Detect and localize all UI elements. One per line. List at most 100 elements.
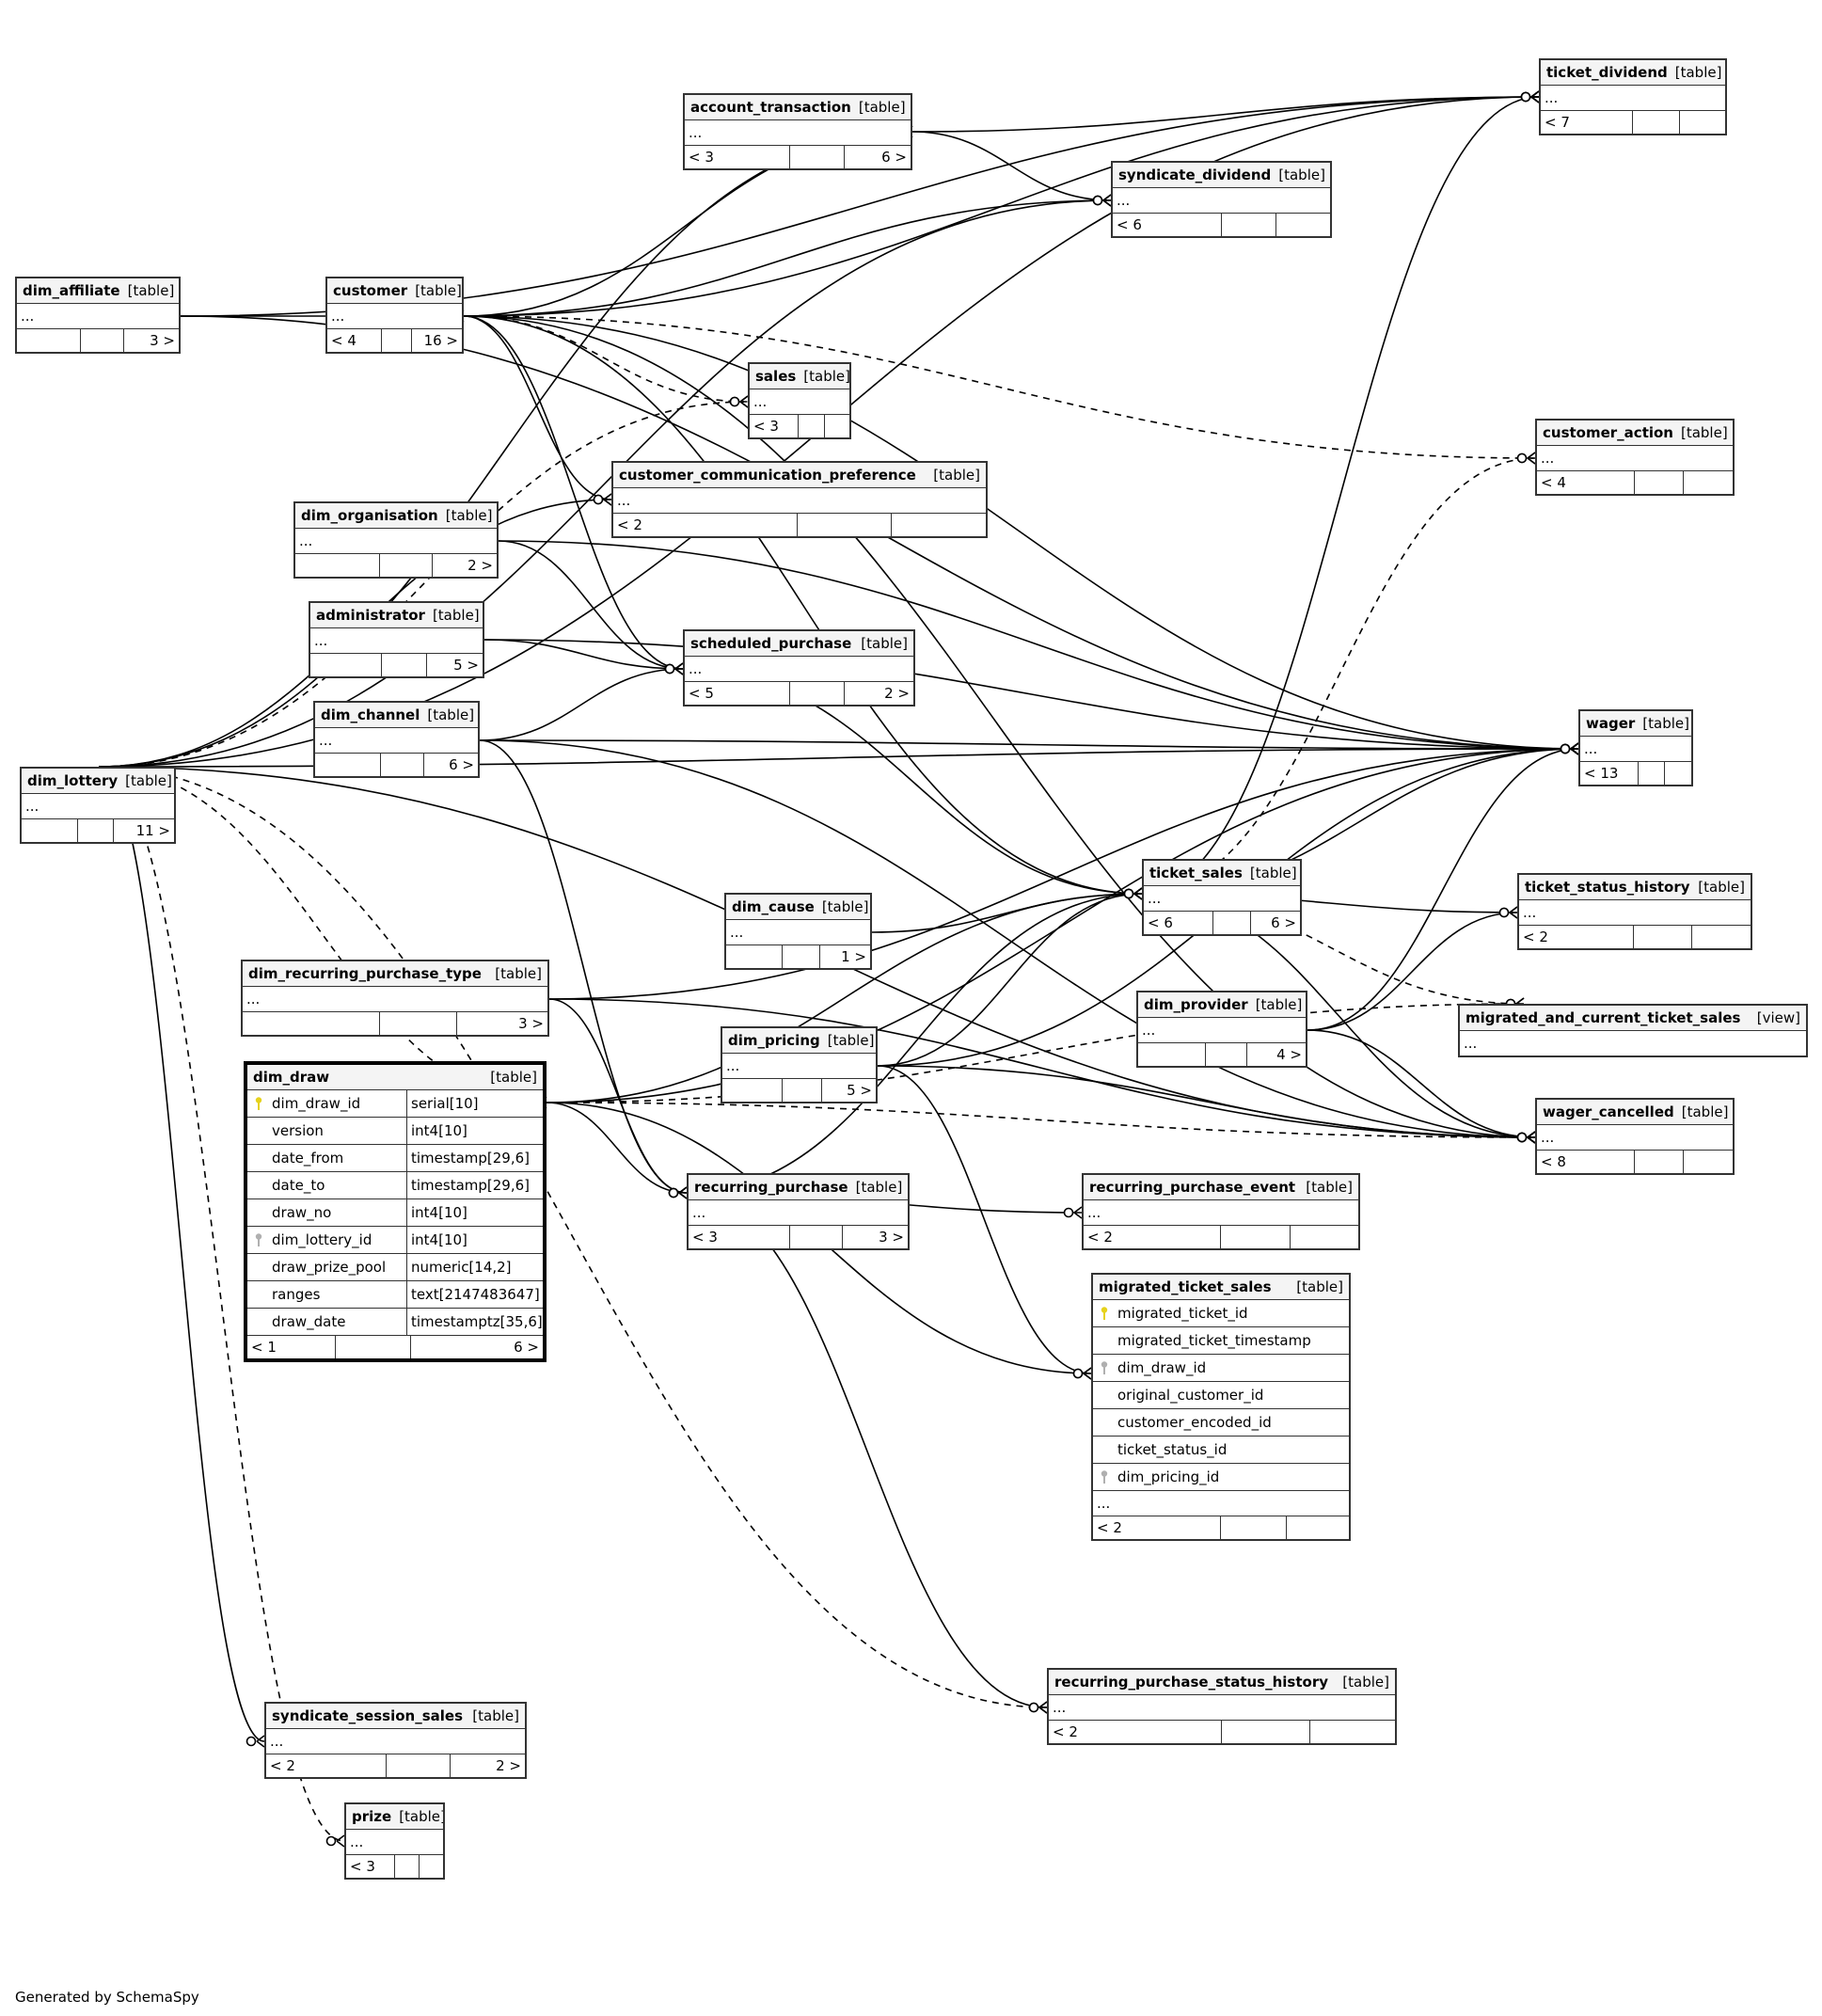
table-dim-pricing[interactable]: dim_pricing[table] ... 5 >	[721, 1026, 878, 1103]
table-dim-provider[interactable]: dim_provider[table] ... 4 >	[1136, 991, 1307, 1068]
column-row[interactable]: dim_pricing_id	[1093, 1464, 1349, 1491]
table-prize[interactable]: prize[table] ... < 3	[344, 1802, 445, 1880]
parents-count[interactable]	[17, 329, 81, 352]
children-count[interactable]: 6 >	[449, 756, 474, 773]
table-dim-lottery[interactable]: dim_lottery[table] ... 11 >	[20, 767, 176, 844]
children-count[interactable]	[1684, 1151, 1733, 1173]
children-count[interactable]	[1310, 1721, 1395, 1743]
children-count[interactable]	[1665, 762, 1691, 785]
children-count[interactable]: 6 >	[1271, 914, 1296, 931]
parents-count[interactable]: < 2	[1093, 1516, 1221, 1539]
parents-count[interactable]	[243, 1012, 380, 1035]
table-migrated-ticket-sales[interactable]: migrated_ticket_sales[table] migrated_ti…	[1091, 1273, 1351, 1541]
parents-count[interactable]: < 8	[1537, 1151, 1635, 1173]
column-row[interactable]: dim_draw_id	[1093, 1355, 1349, 1382]
children-count[interactable]: 2 >	[884, 685, 910, 702]
table-dim-organisation[interactable]: dim_organisation[table] ... 2 >	[293, 501, 499, 579]
column-row[interactable]: original_customer_id	[1093, 1382, 1349, 1409]
children-count[interactable]	[825, 415, 849, 437]
parents-count[interactable]: < 2	[1084, 1226, 1221, 1248]
table-dim-recurring-purchase-type[interactable]: dim_recurring_purchase_type[table] ... 3…	[241, 960, 549, 1037]
parents-count[interactable]: < 3	[346, 1855, 395, 1878]
children-count[interactable]: 3 >	[518, 1015, 544, 1032]
column-row[interactable]: customer_encoded_id	[1093, 1409, 1349, 1437]
children-count[interactable]: 5 >	[453, 657, 479, 674]
children-count[interactable]	[1291, 1226, 1358, 1248]
parents-count[interactable]: < 6	[1113, 214, 1222, 236]
parents-count[interactable]	[22, 819, 78, 842]
children-count[interactable]: 6 >	[514, 1339, 539, 1356]
parents-count[interactable]: < 13	[1580, 762, 1639, 785]
parents-count[interactable]: < 2	[1519, 926, 1634, 948]
parents-count[interactable]	[1138, 1043, 1206, 1066]
parents-count[interactable]	[310, 654, 382, 676]
table-customer-action[interactable]: customer_action[table] ... < 4	[1535, 419, 1735, 496]
table-wager[interactable]: wager[table] ... < 13	[1578, 709, 1693, 786]
table-wager-cancelled[interactable]: wager_cancelled[table] ... < 8	[1535, 1098, 1735, 1175]
parents-count[interactable]: < 1	[247, 1336, 336, 1358]
parents-count[interactable]: < 2	[613, 514, 798, 536]
view-migrated-and-current-ticket-sales[interactable]: migrated_and_current_ticket_sales[view] …	[1458, 1004, 1808, 1057]
parents-count[interactable]	[295, 554, 380, 577]
table-recurring-purchase-status-history[interactable]: recurring_purchase_status_history[table]…	[1047, 1668, 1397, 1745]
table-dim-channel[interactable]: dim_channel[table] ... 6 >	[313, 701, 480, 778]
parents-count[interactable]: < 4	[1537, 471, 1635, 494]
parents-count[interactable]: < 3	[750, 415, 799, 437]
children-count[interactable]: 6 >	[881, 149, 907, 166]
children-count[interactable]: 4 >	[1276, 1046, 1302, 1063]
children-count[interactable]	[892, 514, 986, 536]
parents-count[interactable]: < 5	[685, 682, 790, 705]
table-syndicate-dividend[interactable]: syndicate_dividend[table] ... < 6	[1111, 161, 1332, 238]
table-recurring-purchase-event[interactable]: recurring_purchase_event[table] ... < 2	[1082, 1173, 1360, 1250]
children-count[interactable]: 11 >	[135, 822, 170, 839]
table-ticket-dividend[interactable]: ticket_dividend[table] ... < 7	[1539, 58, 1727, 135]
parents-count[interactable]: < 3	[689, 1226, 790, 1248]
table-dim-cause[interactable]: dim_cause[table] ... 1 >	[724, 893, 872, 970]
table-sales[interactable]: sales[table] ... < 3	[748, 362, 851, 439]
children-count[interactable]: 2 >	[496, 1757, 521, 1774]
parents-count[interactable]: < 6	[1144, 912, 1213, 934]
parents-count[interactable]: < 4	[327, 329, 382, 352]
parents-count[interactable]: < 2	[266, 1754, 387, 1777]
children-count[interactable]	[420, 1855, 443, 1878]
table-administrator[interactable]: administrator[table] ... 5 >	[309, 601, 484, 678]
children-count[interactable]: 5 >	[847, 1082, 872, 1099]
parents-count[interactable]: < 3	[685, 146, 790, 168]
parents-count[interactable]	[726, 945, 783, 968]
children-count[interactable]: 2 >	[467, 557, 493, 574]
children-count[interactable]	[1287, 1516, 1349, 1539]
column-row[interactable]: ticket_status_id	[1093, 1437, 1349, 1464]
children-count[interactable]	[1692, 926, 1751, 948]
children-count[interactable]: 3 >	[150, 332, 175, 349]
children-count[interactable]: 1 >	[841, 948, 866, 965]
parents-count[interactable]: < 7	[1541, 111, 1633, 134]
children-count[interactable]	[1684, 471, 1733, 494]
parents-count[interactable]	[722, 1079, 783, 1102]
parents-count[interactable]	[315, 754, 381, 776]
children-count[interactable]: 16 >	[423, 332, 458, 349]
column-row[interactable]: migrated_ticket_timestamp	[1093, 1327, 1349, 1355]
parents-count[interactable]: < 2	[1049, 1721, 1222, 1743]
children-count[interactable]	[1276, 214, 1330, 236]
table-customer-communication-preference[interactable]: customer_communication_preference[table]…	[611, 461, 988, 538]
table-dim-affiliate[interactable]: dim_affiliate[table] ... 3 >	[15, 277, 181, 354]
children-count[interactable]	[1680, 111, 1725, 134]
table-ticket-status-history[interactable]: ticket_status_history[table] ... < 2	[1517, 873, 1752, 950]
children-count[interactable]: 3 >	[879, 1229, 904, 1246]
